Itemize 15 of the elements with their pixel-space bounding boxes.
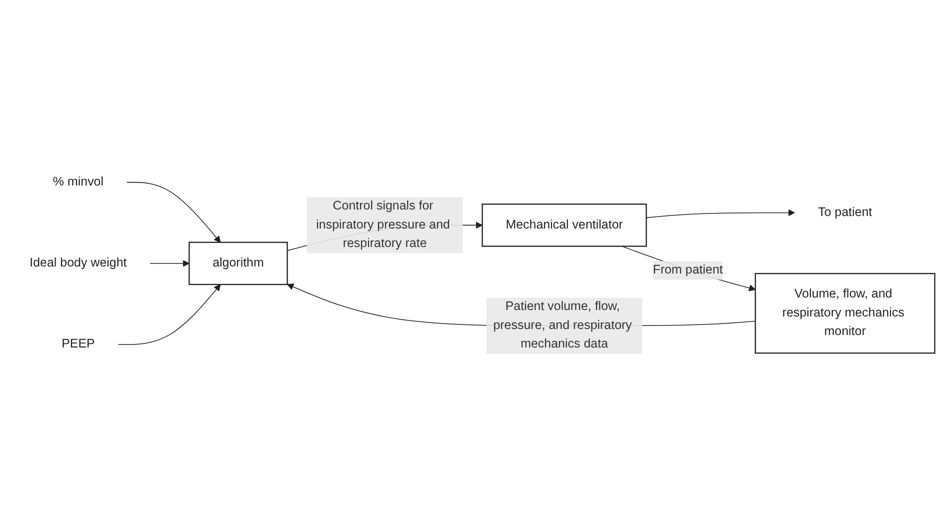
edge-label: From patient: [652, 262, 723, 276]
arrow: [622, 245, 756, 291]
node-box: [188, 241, 288, 285]
node-text: To patient: [818, 205, 872, 219]
arrow: [118, 284, 221, 344]
arrow: [150, 260, 190, 266]
arrow: [126, 181, 221, 242]
edge-label: Control signals for inspiratory pressure and respiratory rate: [316, 199, 450, 250]
edge-label: Patient volume, flow, pressure, and respiratory mechanics data: [493, 300, 632, 350]
node-text: PEEP: [62, 337, 95, 350]
node-box: [482, 203, 647, 246]
node-text: % minvol: [52, 174, 104, 188]
arrow: [646, 208, 795, 218]
node-text: Ideal body weight: [30, 256, 127, 270]
node-box: [754, 272, 936, 354]
